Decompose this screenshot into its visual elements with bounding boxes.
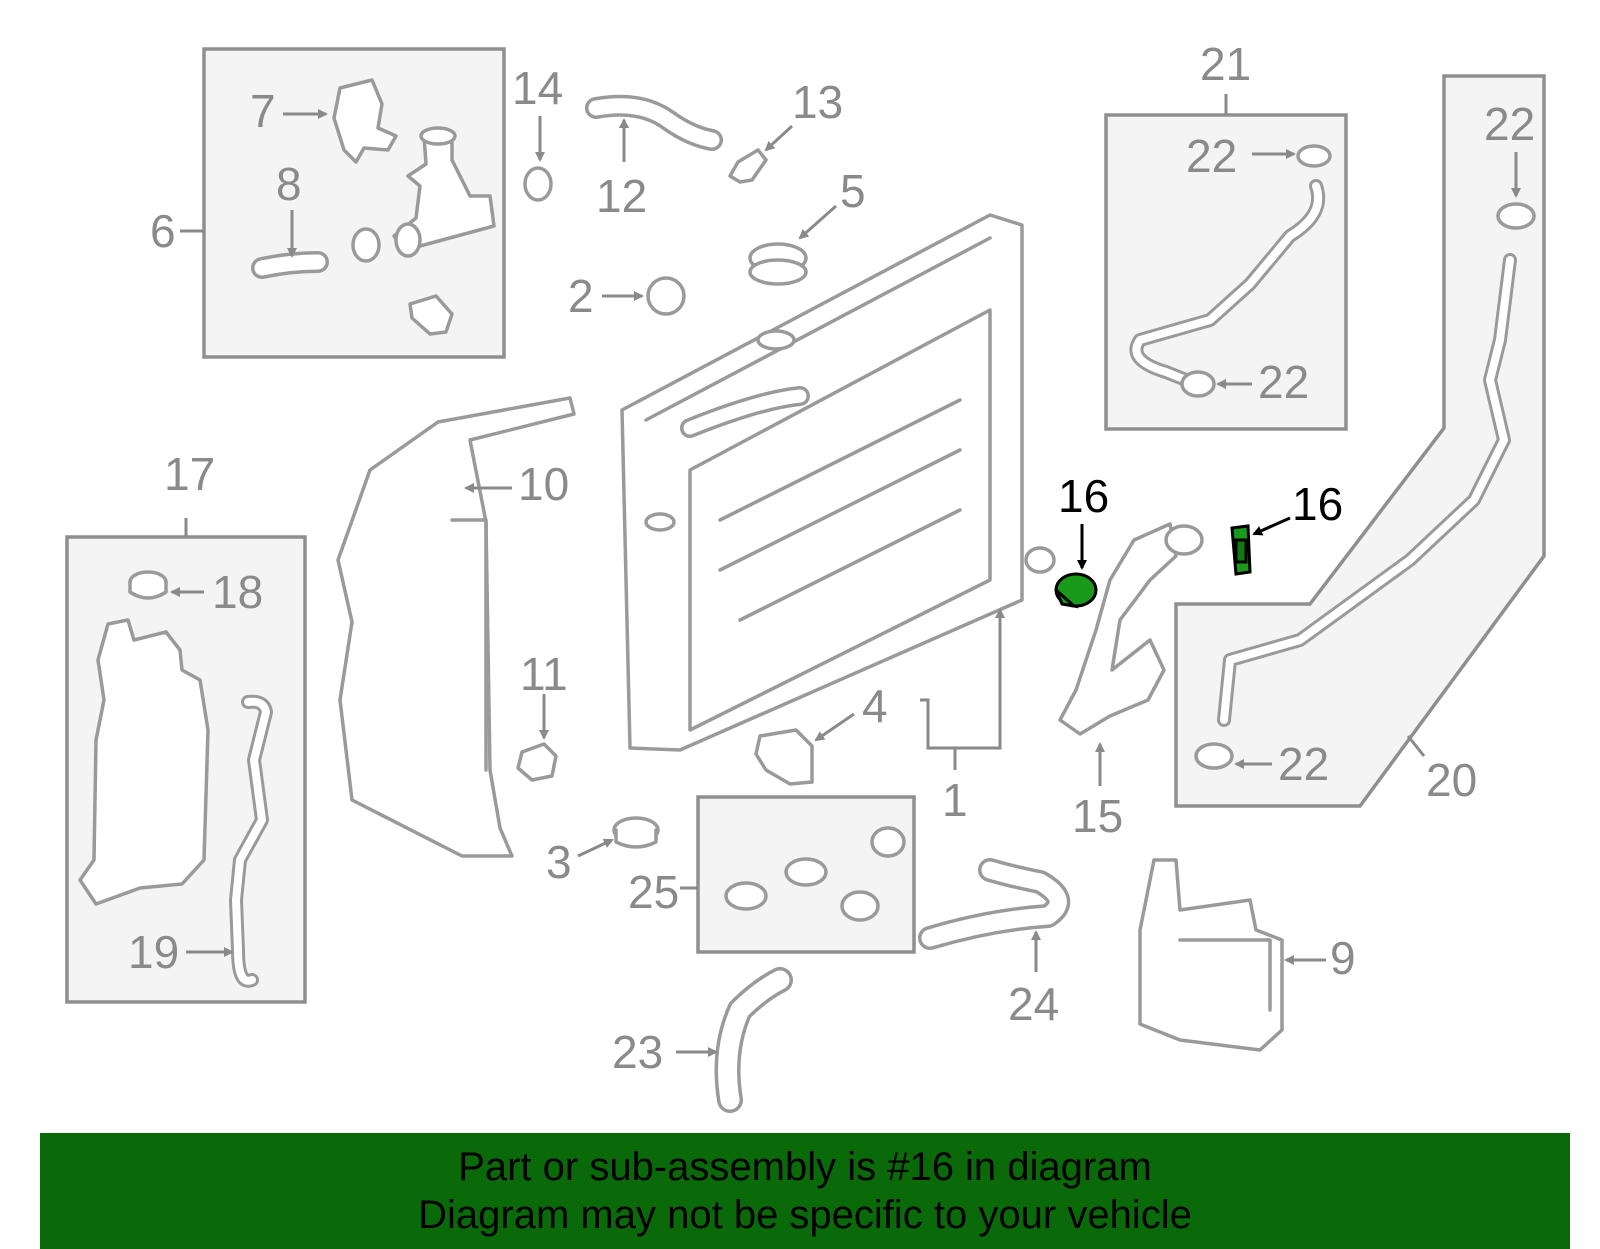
callout-2: 2 [568,270,594,322]
clip-part-11 [516,742,558,782]
callout-6: 6 [150,205,176,257]
hose-clamp-part-16-lower [1054,572,1098,609]
coolant-reservoir [78,618,210,906]
group-box-6 [180,47,506,359]
callout-19: 19 [128,926,179,978]
callout-7: 7 [250,85,276,137]
callout-21: 21 [1200,38,1251,90]
radiator-part-1 [620,213,1056,752]
callout-22-box21-top: 22 [1186,130,1237,182]
hose-clamp-part-16-upper [1230,524,1252,576]
callout-12: 12 [596,170,647,222]
grommet-part-2 [646,276,686,316]
callout-23: 23 [612,1026,663,1078]
callout-3: 3 [546,836,572,888]
clamp [1496,202,1536,230]
callout-18: 18 [212,566,263,618]
sensor-part-13 [728,148,768,184]
clamp [784,857,828,887]
callout-14: 14 [512,62,563,114]
clamp [1194,742,1234,770]
callout-25: 25 [628,866,679,918]
air-guide-part-10 [336,396,576,858]
callout-22-group20-bottom: 22 [1278,738,1329,790]
callout-13: 13 [792,76,843,128]
drain-plug-part-4 [754,728,814,786]
group-box-21 [1104,94,1348,431]
callout-16-upper: 16 [1292,478,1343,530]
bracket-part-9 [1138,858,1284,1052]
clamp [1180,370,1216,398]
callout-20: 20 [1426,754,1477,806]
hose-clamp-part-14 [523,166,553,202]
callout-5: 5 [840,165,866,217]
callout-11: 11 [520,648,568,700]
lower-hose-part-15 [1058,522,1178,736]
group-box-17 [65,518,307,1004]
group-box-20 [1174,74,1546,808]
callout-15: 15 [1072,790,1123,842]
callout-24: 24 [1008,978,1059,1030]
callout-9: 9 [1330,932,1356,984]
group-box-25 [680,795,916,954]
clamp [1296,144,1332,168]
callout-22-group20-top: 22 [1484,98,1535,150]
banner-line-2: Diagram may not be specific to your vehi… [418,1193,1192,1237]
callout-1: 1 [942,774,968,826]
callout-10: 10 [518,458,569,510]
bolt [408,294,454,336]
callout-22-box21-bottom: 22 [1258,356,1309,408]
callout-8: 8 [276,158,302,210]
info-banner: Part or sub-assembly is #16 in diagram D… [40,1133,1570,1249]
clamp [870,826,906,858]
callout-4: 4 [862,680,888,732]
clamp [840,890,880,922]
callout-16-lower: 16 [1058,470,1109,522]
bracket-part-7 [332,78,398,164]
callout-17: 17 [164,448,215,500]
banner-line-1: Part or sub-assembly is #16 in diagram [458,1145,1152,1189]
clamp [724,881,768,911]
